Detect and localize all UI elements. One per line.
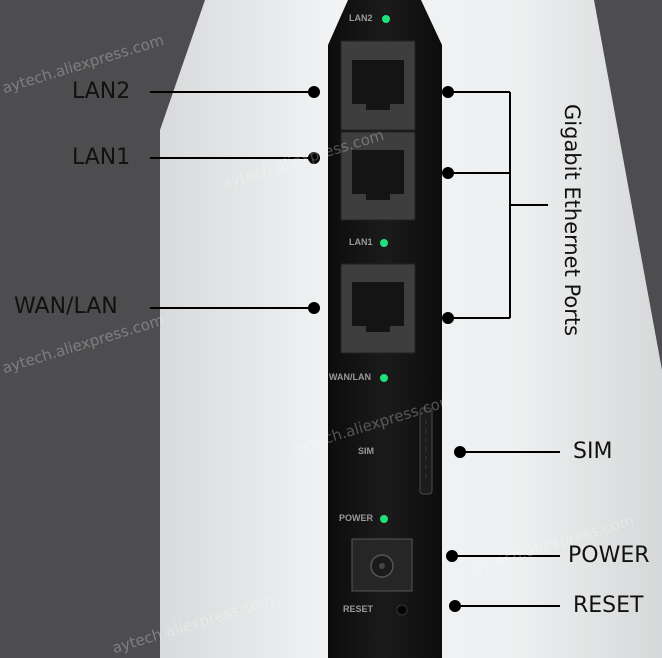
wan-lan-port [340, 263, 416, 354]
led-power [380, 515, 388, 523]
callout-lan2: LAN2 [72, 79, 131, 104]
sim-slot [419, 407, 433, 495]
led-wan-lan [380, 374, 388, 382]
device-label-lan2: LAN2 [349, 13, 373, 23]
led-lan2 [382, 15, 390, 23]
callout-power: POWER [568, 543, 650, 568]
lan1-port [340, 131, 416, 221]
device-label-reset: RESET [343, 604, 374, 614]
reset-hole [396, 604, 408, 616]
device-label-wan-lan: WAN/LAN [329, 372, 371, 382]
callout-gigabit-ethernet-ports: Gigabit Ethernet Ports [560, 104, 584, 337]
device-label-lan1: LAN1 [349, 237, 373, 247]
power-jack [351, 538, 413, 592]
callout-wan-lan: WAN/LAN [14, 294, 118, 319]
led-lan1 [380, 239, 388, 247]
device-label-sim: SIM [358, 446, 375, 456]
callout-lines [150, 86, 560, 612]
callout-lan1: LAN1 [72, 145, 131, 170]
lan2-port [340, 40, 416, 131]
callout-reset: RESET [573, 593, 644, 618]
callout-sim: SIM [573, 439, 613, 464]
device-label-power: POWER [339, 513, 374, 523]
